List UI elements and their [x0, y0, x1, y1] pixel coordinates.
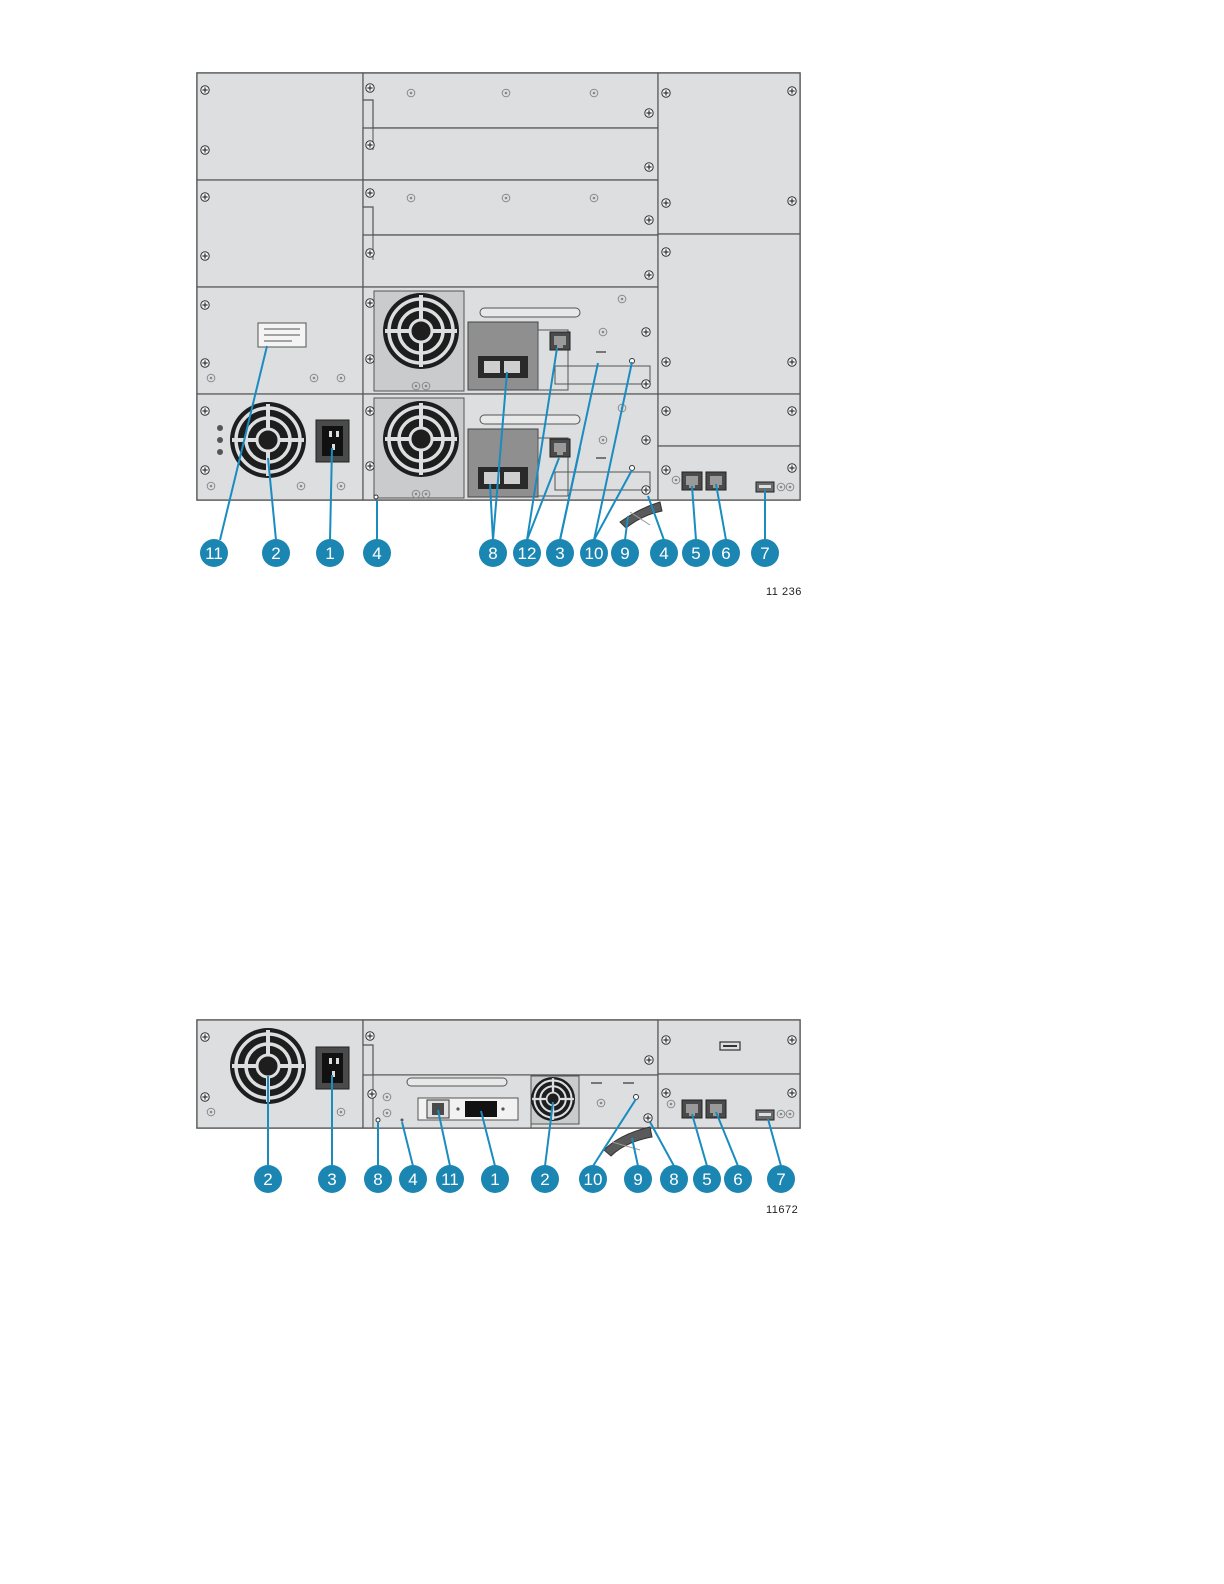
callout-2-8: 9: [624, 1165, 652, 1193]
callout-2-5: 1: [481, 1165, 509, 1193]
library-controller: [658, 394, 800, 500]
callout-1-6: 3: [546, 539, 574, 567]
callout-label: 6: [733, 1170, 742, 1189]
right-blank-panel: [658, 73, 800, 394]
callout-label: 7: [760, 544, 769, 563]
callout-label: 2: [263, 1170, 272, 1189]
callout-label: 8: [488, 544, 497, 563]
callout-1-1: 2: [262, 539, 290, 567]
callout-2-11: 6: [724, 1165, 752, 1193]
callout-label: 11: [441, 1170, 459, 1189]
callout-label: 4: [372, 544, 381, 563]
power-supply: [197, 1020, 363, 1128]
callout-1-12: 7: [751, 539, 779, 567]
callout-label: 6: [721, 544, 730, 563]
callout-2-3: 4: [399, 1165, 427, 1193]
callout-label: 8: [669, 1170, 678, 1189]
callout-label: 3: [555, 544, 564, 563]
callout-label: 11: [205, 544, 223, 563]
power-cable: [604, 1127, 652, 1156]
callout-2-1: 3: [318, 1165, 346, 1193]
callout-label: 12: [518, 544, 537, 563]
callout-label: 9: [633, 1170, 642, 1189]
usb-port[interactable]: [756, 1110, 774, 1120]
callout-2-0: 2: [254, 1165, 282, 1193]
sas-port[interactable]: [427, 1100, 449, 1118]
library-rear-view-large: 11 2 1 4 8 12 3 10 9 4 5 6 7: [197, 73, 800, 567]
figure-id-top: 11 236: [766, 586, 802, 598]
callout-label: 1: [490, 1170, 499, 1189]
callout-2-6: 2: [531, 1165, 559, 1193]
drive-blank-1: [363, 73, 658, 128]
callout-2-7: 10: [579, 1165, 607, 1193]
callout-1-3: 4: [363, 539, 391, 567]
callout-label: 10: [584, 1170, 603, 1189]
callout-1-10: 5: [682, 539, 710, 567]
callout-1-5: 12: [513, 539, 541, 567]
callout-label: 8: [373, 1170, 382, 1189]
callout-2-4: 11: [436, 1165, 464, 1193]
callout-1-8: 9: [611, 539, 639, 567]
callout-label: 2: [540, 1170, 549, 1189]
tape-drive: [363, 1075, 658, 1128]
callout-1-7: 10: [580, 539, 608, 567]
library-controller: [658, 1020, 800, 1128]
callout-label: 5: [691, 544, 700, 563]
callout-1-0: 11: [200, 539, 228, 567]
callout-2-2: 8: [364, 1165, 392, 1193]
drive-blank: [363, 1020, 658, 1075]
callout-label: 9: [620, 544, 629, 563]
callout-label: 1: [325, 544, 334, 563]
callout-1-4: 8: [479, 539, 507, 567]
left-label-panel: [197, 287, 363, 394]
callout-1-9: 4: [650, 539, 678, 567]
drive-blank-3: [363, 180, 658, 235]
callout-2-10: 5: [693, 1165, 721, 1193]
callout-label: 4: [659, 544, 668, 563]
callout-1-11: 6: [712, 539, 740, 567]
callout-label: 5: [702, 1170, 711, 1189]
callout-label: 10: [585, 544, 604, 563]
library-rear-view-small: 2 3 8 4 11 1 2 10 9 8 5 6 7: [197, 1020, 800, 1193]
power-supply: [197, 394, 363, 500]
callout-1-2: 1: [316, 539, 344, 567]
left-blank-panel: [197, 73, 363, 287]
callout-label: 7: [776, 1170, 785, 1189]
tape-drive-1: [363, 287, 658, 394]
callout-2-9: 8: [660, 1165, 688, 1193]
drive-blank-4: [363, 235, 658, 287]
callout-label: 4: [408, 1170, 417, 1189]
callout-2-12: 7: [767, 1165, 795, 1193]
callout-label: 3: [327, 1170, 336, 1189]
ethernet-port-2[interactable]: [706, 1100, 726, 1118]
callout-label: 2: [271, 544, 280, 563]
figure-id-bottom: 11672: [766, 1204, 798, 1216]
drive-blank-2: [363, 128, 658, 180]
